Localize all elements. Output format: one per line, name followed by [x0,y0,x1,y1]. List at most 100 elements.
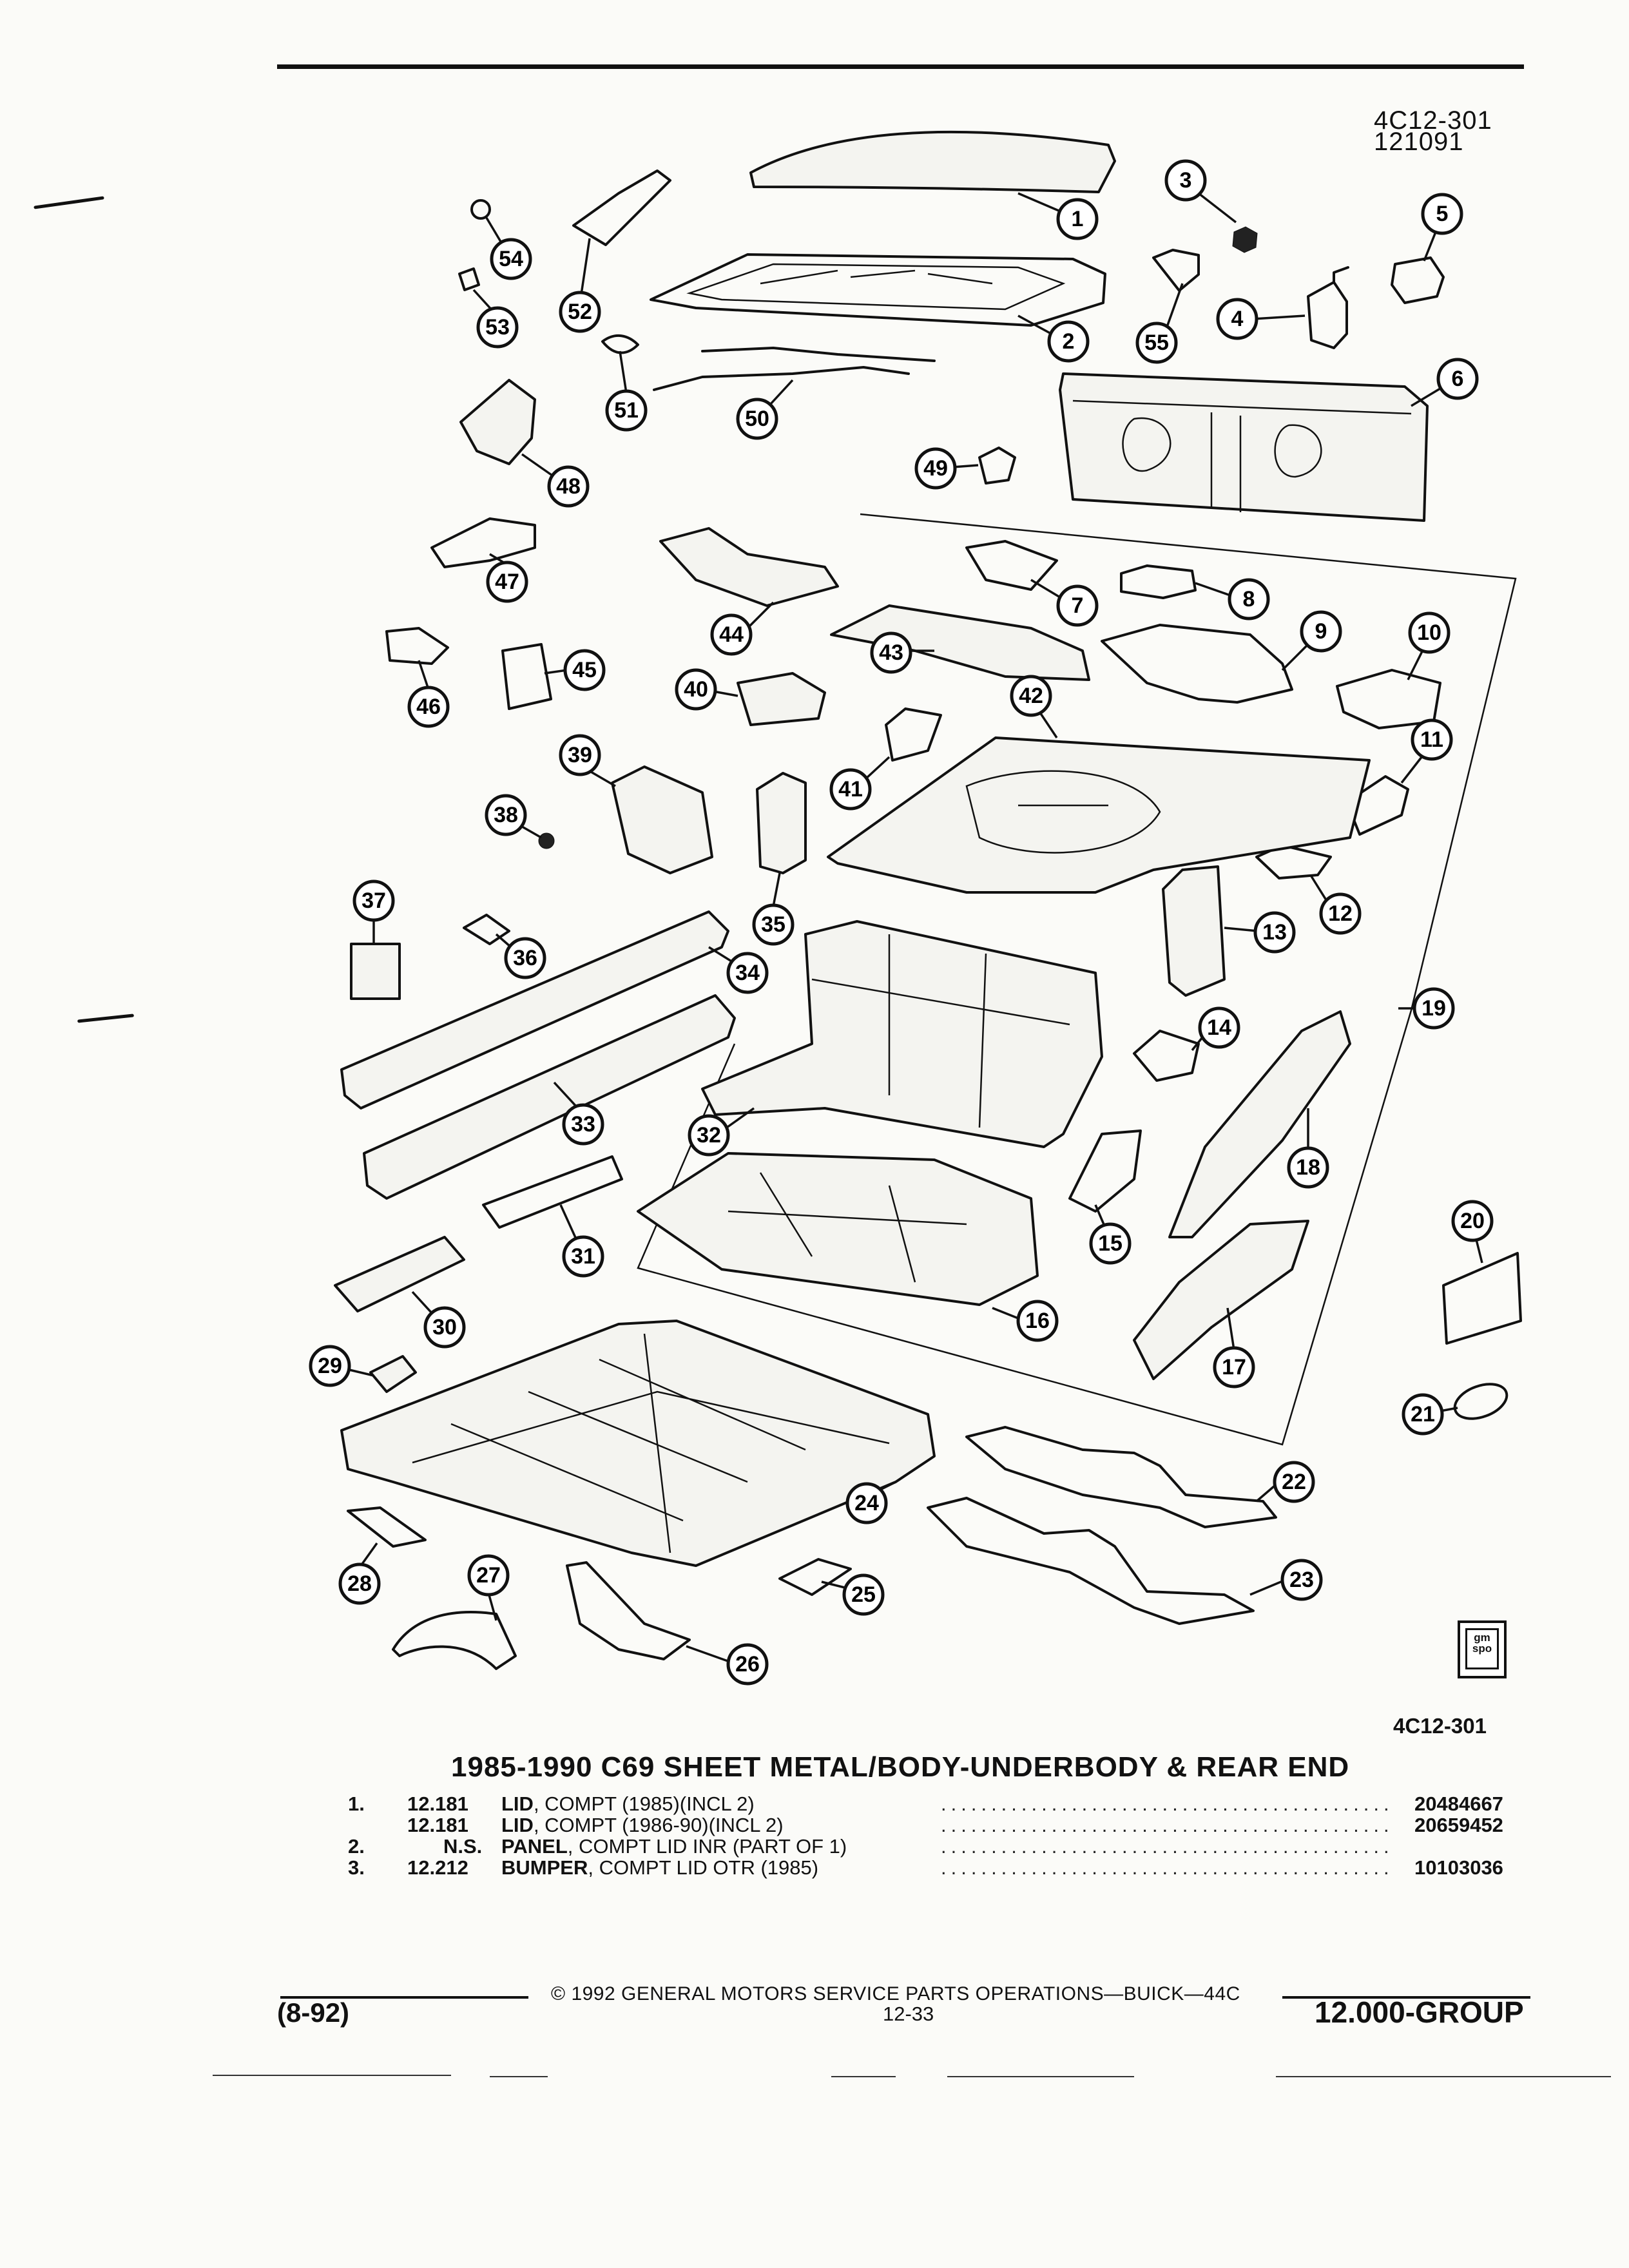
svg-text:2: 2 [1063,329,1075,354]
svg-text:34: 34 [735,961,760,985]
part-41 [885,707,942,762]
svg-text:18: 18 [1296,1155,1320,1180]
svg-text:17: 17 [1222,1355,1246,1379]
callout-29: 29 [309,1345,374,1387]
svg-text:16: 16 [1025,1309,1050,1333]
part-16-floor-pan [637,1152,1039,1306]
part-45 [501,643,552,710]
svg-text:51: 51 [614,398,639,423]
svg-text:49: 49 [923,456,948,481]
part-24-rear-floor [340,1320,936,1567]
callout-8: 8 [1195,578,1270,620]
part-43 [830,604,1090,681]
callout-14: 14 [1191,1006,1240,1052]
callout-18: 18 [1287,1108,1329,1189]
part-18 [1168,1010,1351,1238]
part-13 [1162,865,1226,997]
callout-50: 50 [736,379,794,440]
svg-text:32: 32 [697,1123,721,1148]
callout-17: 17 [1213,1307,1255,1389]
part-48 [459,379,536,465]
part-9 [1101,624,1293,704]
callout-9: 9 [1281,610,1342,671]
part-15 [1068,1129,1142,1213]
svg-text:29: 29 [318,1354,342,1378]
svg-text:12: 12 [1328,901,1353,926]
part-17 [1133,1220,1309,1380]
part-50-torsion-rods [653,347,936,391]
svg-text:46: 46 [416,695,441,719]
part-31 [482,1155,623,1229]
callout-5: 5 [1421,193,1463,262]
callout-39: 39 [559,734,616,787]
parts-row: 12.181 LID, COMPT (1986-90)(INCL 2) ....… [407,1814,1503,1836]
svg-text:20: 20 [1460,1209,1485,1233]
callout-48: 48 [521,453,590,508]
svg-text:30: 30 [432,1315,457,1340]
part-20 [1442,1252,1522,1345]
callout-28: 28 [338,1542,381,1605]
part-35 [756,772,807,874]
svg-text:44: 44 [719,622,744,647]
assembly-outline [637,513,1517,1446]
svg-text:40: 40 [684,677,708,702]
svg-text:50: 50 [745,407,769,431]
svg-text:11: 11 [1420,727,1443,752]
part-52-hinge [572,169,671,246]
part-54 [470,199,491,220]
part-27 [392,1611,517,1670]
parts-row: 2. N.S. PANEL, COMPT LID INR (PART OF 1)… [348,1835,1392,1858]
part-40 [737,672,826,726]
callout-35: 35 [752,872,795,946]
callout-6: 6 [1411,358,1479,407]
callout-7: 7 [1030,579,1099,627]
scan-line [1276,2076,1611,2077]
callout-15: 15 [1089,1204,1132,1265]
part-37 [350,943,401,1000]
callout-34: 34 [708,946,769,994]
revision-date: (8-92) [277,1997,350,2028]
svg-text:10: 10 [1417,620,1441,645]
top-rule [277,64,1524,69]
svg-text:55: 55 [1144,331,1169,355]
part-4-latch [1307,266,1349,349]
svg-text:25: 25 [851,1582,876,1607]
svg-text:28: 28 [347,1571,372,1596]
part-21 [1453,1383,1509,1420]
figure-code: 4C12-301 [1374,106,1492,135]
svg-text:27: 27 [476,1563,501,1588]
svg-text:42: 42 [1019,684,1043,708]
svg-text:4: 4 [1231,307,1244,331]
callout-49: 49 [914,447,979,490]
svg-text:52: 52 [568,300,592,324]
part-5-bracket [1391,256,1445,304]
svg-text:19: 19 [1422,996,1446,1021]
svg-text:23: 23 [1289,1568,1314,1592]
part-33 [363,994,736,1200]
part-26 [566,1561,691,1660]
footer-rule-right [1282,1996,1530,1999]
diagram-caption-code: 4C12-301 [1393,1714,1487,1738]
callout-1: 1 [1017,192,1099,240]
callout-46: 46 [407,660,450,728]
scan-line [213,2075,451,2076]
callout-37: 37 [352,879,395,944]
svg-text:8: 8 [1243,587,1255,611]
svg-text:3: 3 [1180,168,1192,193]
callout-2: 2 [1017,314,1090,363]
callout-12: 12 [1310,876,1362,935]
callout-24: 24 [845,1481,896,1524]
callout-19: 19 [1398,987,1455,1030]
callout-22: 22 [1255,1461,1315,1503]
callout-31: 31 [559,1204,604,1278]
svg-text:31: 31 [571,1244,595,1269]
part-23 [927,1497,1255,1625]
callout-54: 54 [485,217,532,280]
svg-text:53: 53 [485,315,510,340]
callout-30: 30 [411,1291,466,1349]
callout-53: 53 [472,289,519,349]
part-14 [1133,1030,1200,1082]
copyright-notice: © 1992 GENERAL MOTORS SERVICE PARTS OPER… [551,1983,1240,2004]
part-22 [965,1426,1277,1528]
